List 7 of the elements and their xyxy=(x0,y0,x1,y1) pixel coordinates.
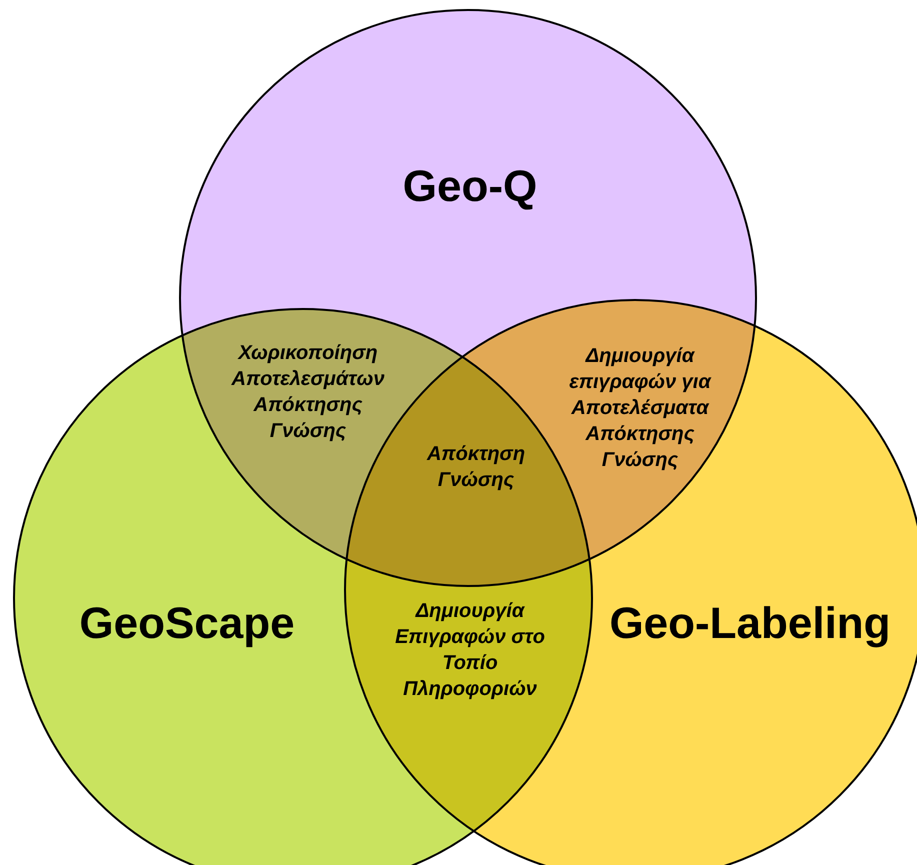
set-title: Geo-Labeling xyxy=(609,599,891,649)
overlap-label: Δημιουργία επιγραφών για Αποτελέσματα Απόκτησης Γνώσης xyxy=(568,344,712,473)
set-title: Geo-Q xyxy=(402,162,538,212)
overlap-label: Δημιουργία Επιγραφών στο Τοπίο Πληροφοριών xyxy=(394,599,546,702)
set-title: GeoScape xyxy=(79,599,295,649)
overlap-label: Χωρικοποίηση Αποτελεσμάτων Απόκτησης Γνώσης xyxy=(230,341,386,444)
overlap-label: Απόκτηση Γνώσης xyxy=(426,442,526,493)
